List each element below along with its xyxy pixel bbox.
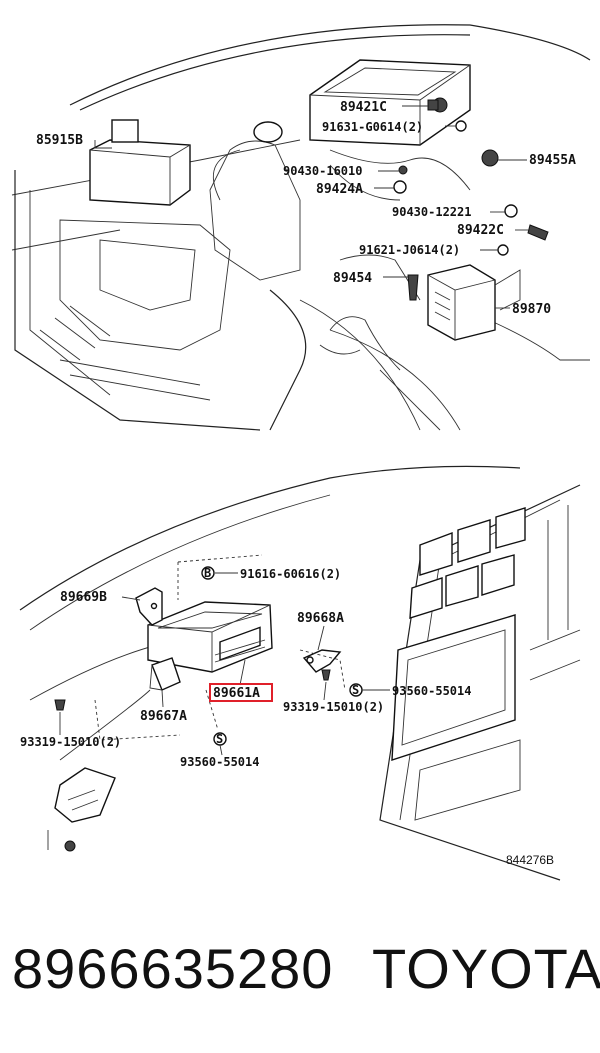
- label-89870[interactable]: 89870: [512, 302, 551, 317]
- bottom-leader-lines: [59, 572, 390, 756]
- label-89661A-highlighted[interactable]: 89661A: [213, 686, 260, 701]
- label-93560-55014-bottom[interactable]: 93560-55014: [180, 755, 259, 769]
- brand-name: TOYOTA: [372, 937, 600, 1000]
- label-89668A[interactable]: 89668A: [297, 611, 344, 626]
- label-89669B[interactable]: 89669B: [60, 590, 107, 605]
- label-90430-16010[interactable]: 90430-16010: [283, 164, 362, 178]
- label-91621-J0614[interactable]: 91621-J0614(2): [359, 243, 460, 257]
- label-93319-15010-left[interactable]: 93319-15010(2): [20, 735, 121, 749]
- diagram-reference-code: 844276B: [506, 853, 554, 867]
- label-93560-55014-right[interactable]: 93560-55014: [392, 684, 471, 698]
- part-number: 8966635280: [12, 937, 334, 1000]
- label-90430-12221[interactable]: 90430-12221: [392, 205, 471, 219]
- highlight-box: [209, 683, 273, 702]
- svg-text:S: S: [352, 683, 359, 697]
- engine-bay-illustration: [11, 24, 591, 431]
- bottom-labels: 91616-60616(2) 89669B 89668A 89661A 9356…: [20, 567, 554, 867]
- label-89667A[interactable]: 89667A: [140, 709, 187, 724]
- label-89424A[interactable]: 89424A: [316, 182, 363, 197]
- svg-text:B: B: [204, 566, 211, 580]
- label-89454[interactable]: 89454: [333, 271, 372, 286]
- label-91631-G0614[interactable]: 91631-G0614(2): [322, 120, 423, 134]
- label-93319-15010-right[interactable]: 93319-15010(2): [283, 700, 384, 714]
- label-89455A[interactable]: 89455A: [529, 153, 576, 168]
- svg-text:S: S: [216, 732, 223, 746]
- label-91616-60616[interactable]: 91616-60616(2): [240, 567, 341, 581]
- parts-diagram: 85915B 89421C 91631-G0614(2) 89455A 9043…: [11, 24, 591, 881]
- top-leader-lines: [94, 105, 530, 309]
- dashboard-illustration: B S S: [19, 465, 581, 881]
- label-89422C[interactable]: 89422C: [457, 223, 504, 238]
- label-89421C[interactable]: 89421C: [340, 100, 387, 115]
- label-85915B[interactable]: 85915B: [36, 133, 83, 148]
- top-labels: 85915B 89421C 91631-G0614(2) 89455A 9043…: [36, 100, 576, 317]
